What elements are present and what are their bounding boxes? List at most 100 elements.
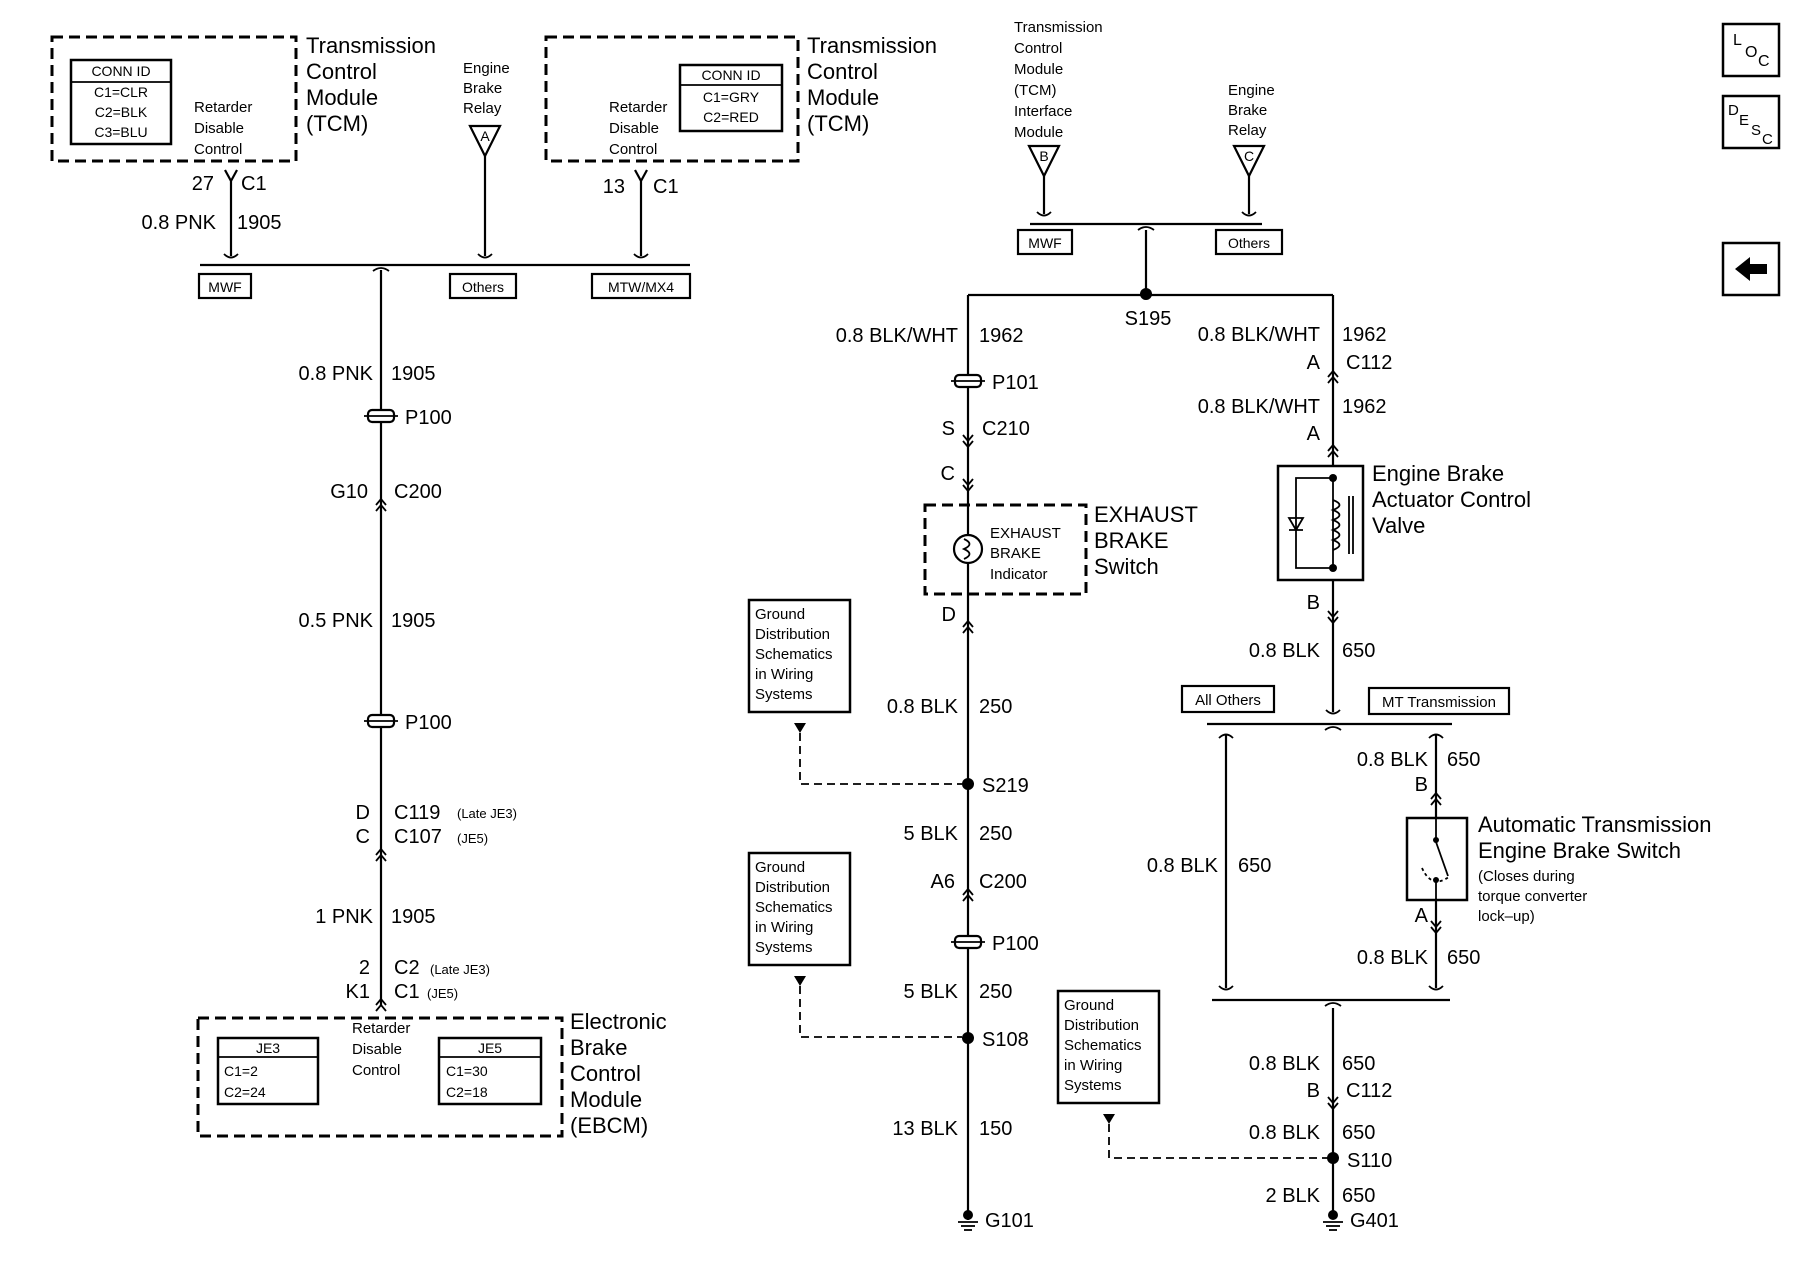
connector-note: (Late JE3) — [457, 806, 517, 821]
loc-label-l: L — [1733, 32, 1742, 49]
connector-label: C200 — [394, 481, 442, 503]
option-mwf-tag — [1016, 228, 1074, 256]
relay-label: Brake — [1228, 102, 1267, 119]
option-mt-tag — [1367, 686, 1511, 716]
pin-label: B — [1307, 592, 1320, 614]
ref-label: in Wiring — [1064, 1057, 1122, 1074]
ref-label: Schematics — [1064, 1037, 1142, 1054]
connector-note: (JE5) — [427, 986, 458, 1001]
connector-label: C210 — [982, 418, 1030, 440]
pin-label: 13 — [603, 176, 625, 198]
retarder-label: Disable — [194, 120, 244, 137]
circuit-label: 650 — [1342, 1185, 1375, 1207]
wire-size-label: 2 BLK — [1266, 1185, 1321, 1207]
splice-label: P101 — [992, 372, 1039, 394]
splice-pack-icon — [951, 934, 985, 950]
wire-size-label: 5 BLK — [904, 981, 959, 1003]
circuit-label: 250 — [979, 696, 1012, 718]
loc-button[interactable]: L O C — [1721, 22, 1781, 78]
conn-id-row: C1=30 — [446, 1063, 488, 1079]
option-mwf-tag — [197, 272, 253, 300]
actuator-title: Engine Brake — [1372, 461, 1504, 486]
pin-label: 27 — [192, 173, 214, 195]
ref-label: Ground — [755, 606, 805, 623]
circuit-label: 1962 — [1342, 396, 1387, 418]
retarder-label: Disable — [609, 120, 659, 137]
tcm-title: Transmission — [807, 33, 937, 58]
retarder-label: Disable — [352, 1041, 402, 1058]
conn-id-row: C3=BLU — [94, 124, 147, 140]
ground-label: G401 — [1350, 1210, 1399, 1232]
tcm-title: Module — [807, 85, 879, 110]
ref-label: Distribution — [755, 879, 830, 896]
splice-pack-icon — [364, 713, 398, 729]
circuit-label: 650 — [1447, 749, 1480, 771]
pin-label: B — [1415, 774, 1428, 796]
splice-s108-dot — [962, 1032, 974, 1044]
connector-label: C112 — [1346, 1080, 1392, 1102]
pin-label: A — [1307, 423, 1321, 445]
option-label: Others — [462, 279, 504, 295]
ground-distribution-ref-3[interactable]: Ground Distribution Schematics in Wiring… — [1056, 989, 1161, 1105]
desc-button[interactable]: D E S C — [1721, 94, 1781, 150]
switch-title: Automatic Transmission — [1478, 812, 1712, 837]
option-others-tag — [448, 272, 518, 300]
wire-size-label: 0.8 BLK/WHT — [1198, 396, 1320, 418]
ebcm-title: Electronic — [570, 1009, 667, 1034]
wire-size-label: 13 BLK — [892, 1118, 958, 1140]
retarder-label: Control — [352, 1062, 400, 1079]
pin-label: G10 — [330, 481, 368, 503]
pin-label: A — [1415, 905, 1429, 927]
option-label: MWF — [208, 279, 241, 295]
ref-label: Distribution — [755, 626, 830, 643]
terminal-pin-label: C — [1244, 148, 1254, 164]
conn-id-row: C2=BLK — [95, 104, 148, 120]
option-label: Others — [1228, 235, 1270, 251]
conn-id-box-mtw — [678, 63, 784, 133]
exhaust-brake-switch-box — [923, 503, 1088, 596]
loc-label-o: O — [1745, 44, 1757, 61]
interface-label: Control — [1014, 40, 1062, 57]
tcm-box-top — [50, 35, 298, 163]
wire-size-label: 0.8 BLK — [1249, 640, 1321, 662]
splice-label: S108 — [982, 1029, 1029, 1051]
relay-label: Relay — [463, 100, 502, 117]
at-engine-brake-switch-icon — [1405, 816, 1469, 902]
circuit-label: 1962 — [979, 325, 1024, 347]
connector-label: C112 — [1346, 352, 1392, 374]
ref-label: Schematics — [755, 899, 833, 916]
back-button[interactable] — [1721, 241, 1781, 297]
splice-s110-dot — [1327, 1152, 1339, 1164]
ground-distribution-ref-1[interactable]: Ground Distribution Schematics in Wiring… — [747, 598, 852, 714]
option-label: MWF — [1028, 235, 1061, 251]
connector-note: (JE5) — [457, 831, 488, 846]
indicator-label: Indicator — [990, 566, 1048, 583]
ref-label: in Wiring — [755, 919, 813, 936]
tcm-title: (TCM) — [807, 111, 869, 136]
retarder-label: Retarder — [194, 99, 252, 116]
switch-note: (Closes during — [1478, 868, 1575, 885]
connector-label: C1 — [241, 173, 267, 195]
splice-label: S219 — [982, 775, 1029, 797]
conn-id-row: C2=18 — [446, 1084, 488, 1100]
connector-note: (Late JE3) — [430, 962, 490, 977]
conn-id-row: C2=24 — [224, 1084, 266, 1100]
wire-size-label: 0.8 BLK — [1249, 1122, 1321, 1144]
ground-distribution-ref-2[interactable]: Ground Distribution Schematics in Wiring… — [747, 851, 852, 967]
retarder-label: Control — [609, 141, 657, 158]
splice-label: P100 — [992, 933, 1039, 955]
arrow-left-icon — [1735, 257, 1767, 281]
connector-label: C1 — [653, 176, 679, 198]
circuit-label: 250 — [979, 981, 1012, 1003]
tcm-title: Control — [306, 59, 377, 84]
interface-label: (TCM) — [1014, 82, 1056, 99]
conn-id-header: CONN ID — [701, 67, 760, 83]
desc-label-c: C — [1762, 131, 1773, 148]
pin-label: A6 — [931, 871, 955, 893]
wire-size-label: 1 PNK — [315, 906, 373, 928]
wire-size-label: 0.8 BLK/WHT — [1198, 324, 1320, 346]
circuit-label: 1905 — [391, 906, 436, 928]
ebcm-title: Module — [570, 1087, 642, 1112]
